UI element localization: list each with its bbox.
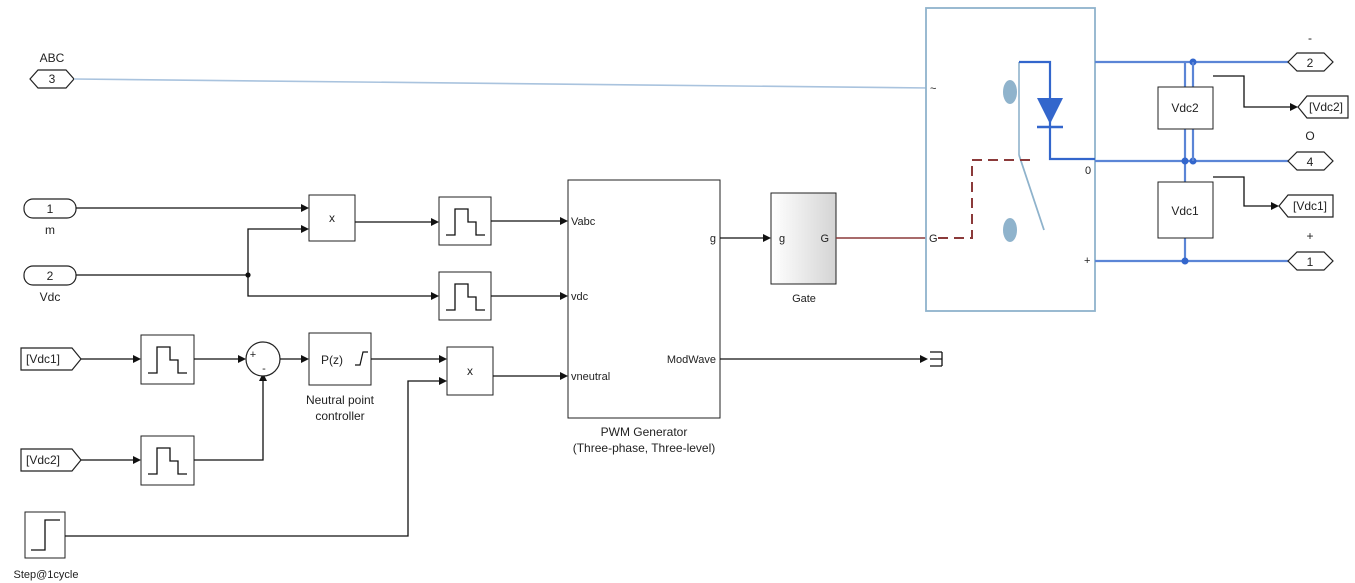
bridge-port-ac: ~ [930,83,936,95]
abc-connection[interactable] [73,78,931,89]
pwm-caption-line2: (Three-phase, Three-level) [573,441,716,455]
inport-m-label: m [45,223,55,237]
pwm-port-vabc: Vabc [571,216,596,228]
gate-caption: Gate [792,293,816,305]
goto-tag-vdc1-text: [Vdc1] [1293,199,1327,213]
gate-port-g: g [779,233,785,245]
voltage-sensor-vdc2[interactable] [1157,86,1214,130]
outport-neutral-number: 4 [1307,155,1314,169]
zoh-block-2[interactable] [438,271,492,321]
controller-caption-line1: Neutral point [306,393,375,407]
sum-plus-sign: + [250,349,256,361]
outport-positive-label: + [1306,229,1313,243]
zoh-block-4[interactable] [140,435,195,486]
inport-abc[interactable]: 3 [29,69,75,89]
inport-m[interactable]: 1 [23,198,77,219]
controller-caption-line2: controller [315,409,364,423]
from-tag-vdc2-text: [Vdc2] [26,453,60,467]
goto-tag-vdc2[interactable]: [Vdc2] [1297,95,1349,119]
vsensor-vdc1-label: Vdc1 [1171,204,1199,218]
from-tag-vdc2[interactable]: [Vdc2] [20,448,82,472]
outport-neutral-label: O [1305,129,1314,143]
bridge-port-plus: + [1084,255,1090,267]
inport-abc-label: ABC [40,51,65,65]
three-level-bridge-block[interactable] [925,7,1096,312]
terminator-block[interactable] [930,351,943,367]
sum-minus-sign: - [262,363,266,375]
product-block-bottom[interactable] [446,346,494,396]
zoh-block-1[interactable] [438,196,492,246]
goto-tag-vdc2-text: [Vdc2] [1309,100,1343,114]
outport-neutral[interactable]: 4 [1287,151,1334,171]
bridge-port-g: G [929,233,938,245]
inport-abc-number: 3 [49,72,56,86]
inport-vdc-number: 2 [47,269,54,283]
outport-negative[interactable]: 2 [1287,52,1334,72]
pwm-generator-block[interactable] [567,179,721,419]
gate-block[interactable] [770,192,837,285]
goto-tag-vdc1[interactable]: [Vdc1] [1278,194,1334,218]
bridge-port-zero: 0 [1085,165,1091,177]
inport-vdc-label: Vdc [40,290,61,304]
outport-positive[interactable]: 1 [1287,251,1334,271]
controller-transfer-fn: P(z) [321,353,343,367]
pwm-caption-line1: PWM Generator [601,425,688,439]
outport-negative-number: 2 [1307,56,1314,70]
gate-port-G: G [820,233,829,245]
inport-vdc[interactable]: 2 [23,265,77,286]
product-block-top[interactable] [308,194,356,242]
from-tag-vdc1[interactable]: [Vdc1] [20,347,82,371]
step-block[interactable] [24,511,66,559]
outport-positive-number: 1 [1307,255,1314,269]
step-caption: Step@1cycle [14,569,79,581]
pwm-port-modwave: ModWave [667,354,716,366]
from-tag-vdc1-text: [Vdc1] [26,352,60,366]
outport-negative-label: - [1308,31,1312,45]
pwm-port-g: g [710,233,716,245]
voltage-sensor-vdc1[interactable] [1157,181,1214,239]
vsensor-vdc2-label: Vdc2 [1171,101,1199,115]
product-top-symbol: x [329,211,335,225]
pwm-port-vneutral: vneutral [571,371,610,383]
product-bottom-symbol: x [467,364,473,378]
pwm-port-vdc: vdc [571,291,589,303]
neutral-point-controller-block[interactable] [308,332,372,386]
zoh-block-3[interactable] [140,334,195,385]
inport-m-number: 1 [47,202,54,216]
